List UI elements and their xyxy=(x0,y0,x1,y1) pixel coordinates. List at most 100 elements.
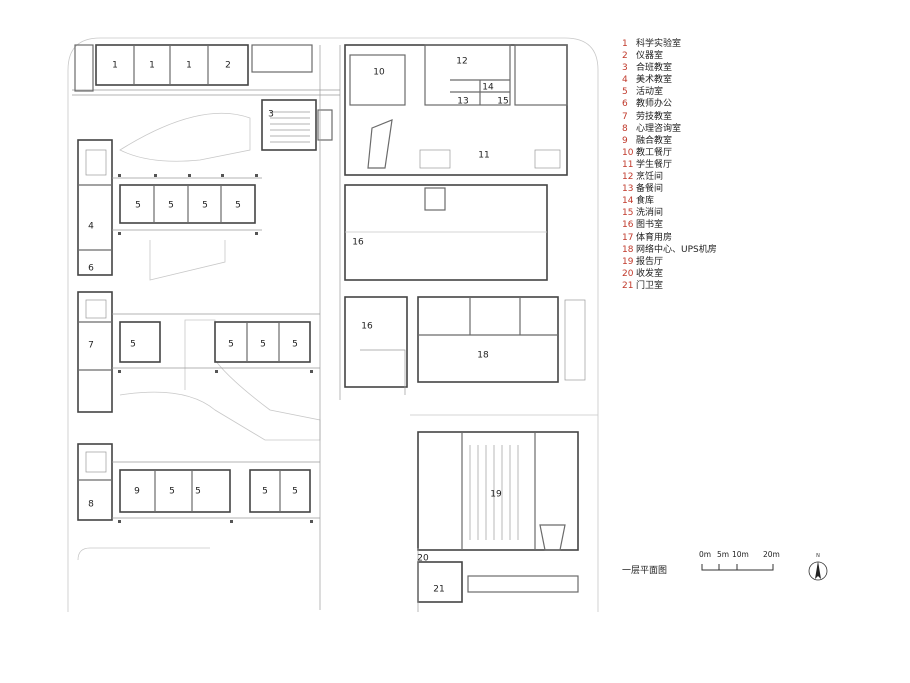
west-wing-lower xyxy=(77,443,113,521)
courtyard-walk xyxy=(119,319,321,441)
legend-text: 心理咨询室 xyxy=(636,123,682,134)
room-label-21: 21 xyxy=(433,585,444,595)
room-label-14: 14 xyxy=(482,83,494,93)
auditorium-block xyxy=(410,414,598,551)
legend-number: 13 xyxy=(622,184,634,195)
north-wing xyxy=(72,44,340,96)
north-arrow: N xyxy=(806,552,830,586)
lower-central-block xyxy=(344,296,586,395)
legend-number: 15 xyxy=(622,208,634,219)
legend-number: 11 xyxy=(622,159,634,170)
structural-columns xyxy=(118,174,313,523)
north-arrow-icon: N xyxy=(808,553,828,581)
room-label-20: 20 xyxy=(417,554,429,564)
room-label-11: 11 xyxy=(478,151,489,161)
legend-text: 网络中心、UPS机房 xyxy=(636,244,717,255)
legend-text: 烹饪间 xyxy=(636,172,664,183)
north-label: N xyxy=(816,553,820,559)
legend-text: 教工餐厅 xyxy=(636,147,673,158)
site-curb xyxy=(77,547,210,561)
plan-title: 一层平面图 xyxy=(622,566,668,576)
room-label-5k: 5 xyxy=(262,487,268,497)
legend-text: 仪器室 xyxy=(636,51,664,62)
room-label-1a: 1 xyxy=(112,61,118,71)
room-label-1c: 1 xyxy=(186,61,192,71)
room-label-13: 13 xyxy=(457,97,468,107)
room-label-5e: 5 xyxy=(130,340,136,350)
legend-number: 10 xyxy=(622,147,634,158)
room-label-15: 15 xyxy=(497,97,508,107)
legend-text: 融合教室 xyxy=(636,135,673,146)
room-label-18: 18 xyxy=(477,351,489,361)
legend-number: 2 xyxy=(622,51,628,62)
legend-text: 活动室 xyxy=(636,87,664,98)
legend-item-5: 5 活动室 xyxy=(622,86,717,98)
legend-text: 美术教室 xyxy=(636,75,673,86)
legend-text: 报告厅 xyxy=(636,256,664,267)
activity-row-2 xyxy=(112,313,320,369)
legend-number: 19 xyxy=(622,256,634,267)
legend-number: 20 xyxy=(622,268,634,279)
room-label-10: 10 xyxy=(373,68,385,78)
west-wing-middle xyxy=(77,291,113,413)
legend-number: 18 xyxy=(622,244,634,255)
scale-label-5: 5m xyxy=(717,550,730,559)
legend-text: 备餐间 xyxy=(636,184,664,195)
room-label-16a: 16 xyxy=(352,238,364,248)
legend-text: 体育用房 xyxy=(636,232,673,243)
room-label-6: 6 xyxy=(88,264,94,274)
legend-number: 12 xyxy=(622,172,634,183)
legend-item-2: 2 仪器室 xyxy=(622,50,717,62)
room-label-5i: 5 xyxy=(169,487,175,497)
legend-text: 科学实验室 xyxy=(636,39,682,49)
courtyard-ramp xyxy=(149,240,226,281)
library-block xyxy=(344,184,548,281)
legend-text: 洗消间 xyxy=(636,208,664,219)
room-label-7: 7 xyxy=(88,341,94,351)
legend-number: 17 xyxy=(622,232,634,243)
legend-text: 图书室 xyxy=(636,220,664,231)
dining-block xyxy=(344,44,568,176)
room-label-5b: 5 xyxy=(168,201,174,211)
scale-label-0: 0m xyxy=(699,550,712,559)
lecture-hall-block xyxy=(261,99,333,151)
courtyard-path xyxy=(119,112,251,162)
legend-number: 14 xyxy=(622,196,634,207)
legend-item-6: 6 教师办公 xyxy=(622,98,717,110)
legend-number: 9 xyxy=(622,135,628,146)
scale-bar-graphic xyxy=(701,564,774,571)
legend-text: 教师办公 xyxy=(636,99,673,110)
legend-text: 学生餐厅 xyxy=(636,159,673,170)
legend-number: 6 xyxy=(622,99,628,110)
room-label-5j: 5 xyxy=(195,487,201,497)
room-label-3: 3 xyxy=(268,110,274,120)
room-label-5c: 5 xyxy=(202,201,208,211)
scale-label-10: 10m xyxy=(732,550,749,559)
room-label-2: 2 xyxy=(225,61,231,71)
room-label-5d: 5 xyxy=(235,201,241,211)
legend-item-9: 9 融合教室 xyxy=(622,135,717,147)
legend-number: 5 xyxy=(622,87,628,98)
activity-row-1 xyxy=(112,177,262,231)
west-wing-upper xyxy=(77,139,113,276)
site-boundary xyxy=(67,37,599,612)
legend-text: 收发室 xyxy=(636,268,664,279)
legend-text: 食库 xyxy=(636,196,655,207)
scale-bar: 0m 5m 10m 20m xyxy=(697,550,787,580)
room-label-19: 19 xyxy=(490,490,502,500)
activity-row-3 xyxy=(112,461,320,519)
legend-number: 21 xyxy=(622,280,634,291)
